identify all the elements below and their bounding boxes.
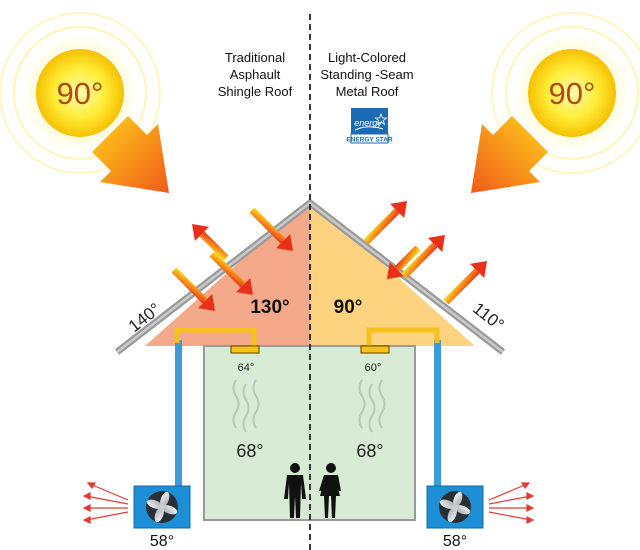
attic-temp-right: 90° (334, 297, 363, 318)
duct-left (174, 327, 257, 346)
energy-star-caption: ENERGY STAR (346, 137, 393, 144)
heat-absorbed-arrows-left (171, 207, 294, 312)
heat-in-arrow-icon (386, 245, 421, 280)
label-right-line-3: Metal Roof (336, 84, 399, 99)
condenser-temp-left: 58° (150, 533, 174, 550)
duct-outlet-left (230, 345, 260, 354)
heat-in-arrow-icon (209, 251, 254, 296)
energy-star-script: energy (354, 118, 382, 128)
label-right: Light-Colored Standing -Seam Metal Roof (320, 50, 413, 99)
heat-in-arrow-icon (171, 267, 216, 312)
sun-right-temp: 90° (549, 76, 596, 111)
sun-right-icon (528, 49, 616, 137)
heat-exhaust-right-icon (488, 482, 535, 524)
duct-outlet-right (360, 345, 390, 354)
sun-left-temp: 90° (57, 76, 104, 111)
room-temp-left: 68° (236, 441, 263, 461)
sun-left-icon (36, 49, 124, 137)
room-temp-right: 68° (356, 441, 383, 461)
sun-left: 90° (0, 12, 161, 174)
man-silhouette-icon (284, 463, 306, 518)
heat-out-arrow-icon (443, 260, 488, 305)
condenser-right (426, 485, 484, 529)
outlet-temp-left: 64° (238, 362, 255, 374)
condenser-left (133, 485, 191, 529)
condenser-temp-right: 58° (443, 533, 467, 550)
heat-out-arrow-icon (192, 224, 229, 261)
condenser-fan-right-icon (439, 491, 471, 523)
label-right-line-1: Light-Colored (328, 50, 406, 65)
energy-star-logo: energy ENERGY STAR (346, 108, 393, 144)
duct-right (366, 327, 440, 346)
heat-reflected-arrows-right (363, 200, 488, 305)
woman-silhouette-icon (319, 463, 341, 518)
star-icon (374, 112, 388, 126)
label-left-line-2: Asphault (230, 67, 281, 82)
sunray-arrow-left-icon (92, 116, 169, 193)
condenser-fan-left-icon (146, 491, 178, 523)
sunray-arrow-right-icon (471, 116, 548, 193)
refrigerant-line-right (434, 340, 441, 492)
heat-exhaust-left-icon (82, 482, 129, 524)
attic-temp-left: 130° (250, 297, 289, 318)
label-right-line-2: Standing -Seam (320, 67, 413, 82)
airflow-waves-right-icon (358, 379, 386, 433)
heat-out-arrow-icon (363, 200, 408, 245)
living-space (203, 345, 416, 521)
outlet-temp-right: 60° (365, 362, 382, 374)
heat-in-arrow-icon (249, 207, 294, 252)
label-left-line-3: Shingle Roof (218, 84, 293, 99)
airflow-waves-left-icon (232, 379, 260, 433)
refrigerant-line-left (175, 340, 182, 492)
label-left: Traditional Asphault Shingle Roof (218, 50, 293, 99)
sun-right: 90° (491, 12, 640, 174)
heat-out-arrow-icon (401, 234, 446, 279)
label-left-line-1: Traditional (225, 50, 285, 65)
